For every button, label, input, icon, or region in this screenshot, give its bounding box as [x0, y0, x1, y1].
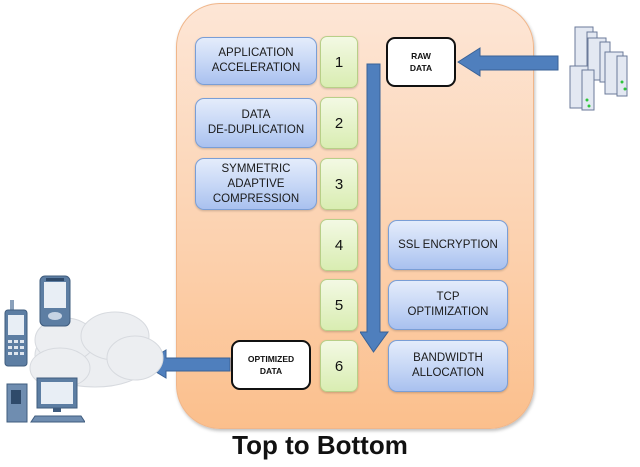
input-arrow — [457, 47, 559, 77]
step-tcp-optimization: TCP OPTIMIZATION — [388, 280, 508, 330]
step-number-4: 4 — [320, 219, 358, 271]
step-ssl-encryption: SSL ENCRYPTION — [388, 220, 508, 270]
step-number-5: 5 — [320, 279, 358, 331]
raw-data-box: RAW DATA — [386, 37, 456, 87]
desktop-computer-icon — [6, 377, 85, 423]
optimized-data-box: OPTIMIZED DATA — [231, 340, 311, 390]
step-number-6: 6 — [320, 340, 358, 392]
step-number-1: 1 — [320, 36, 358, 88]
mobile-phone-icon — [4, 300, 28, 367]
cloud-icon — [29, 311, 164, 389]
step-application-acceleration: APPLICATION ACCELERATION — [195, 37, 317, 85]
step-bandwidth-allocation: BANDWIDTH ALLOCATION — [388, 340, 508, 392]
step-data-deduplication: DATA DE-DUPLICATION — [195, 98, 317, 148]
diagram-title: Top to Bottom — [232, 430, 408, 460]
flow-down-arrow — [360, 63, 389, 353]
server-stack-icon — [569, 26, 628, 111]
pda-icon — [39, 275, 71, 327]
step-number-3: 3 — [320, 158, 358, 210]
output-arrow — [142, 349, 231, 379]
step-symmetric-adaptive-compression: SYMMETRIC ADAPTIVE COMPRESSION — [195, 158, 317, 210]
step-number-2: 2 — [320, 97, 358, 149]
